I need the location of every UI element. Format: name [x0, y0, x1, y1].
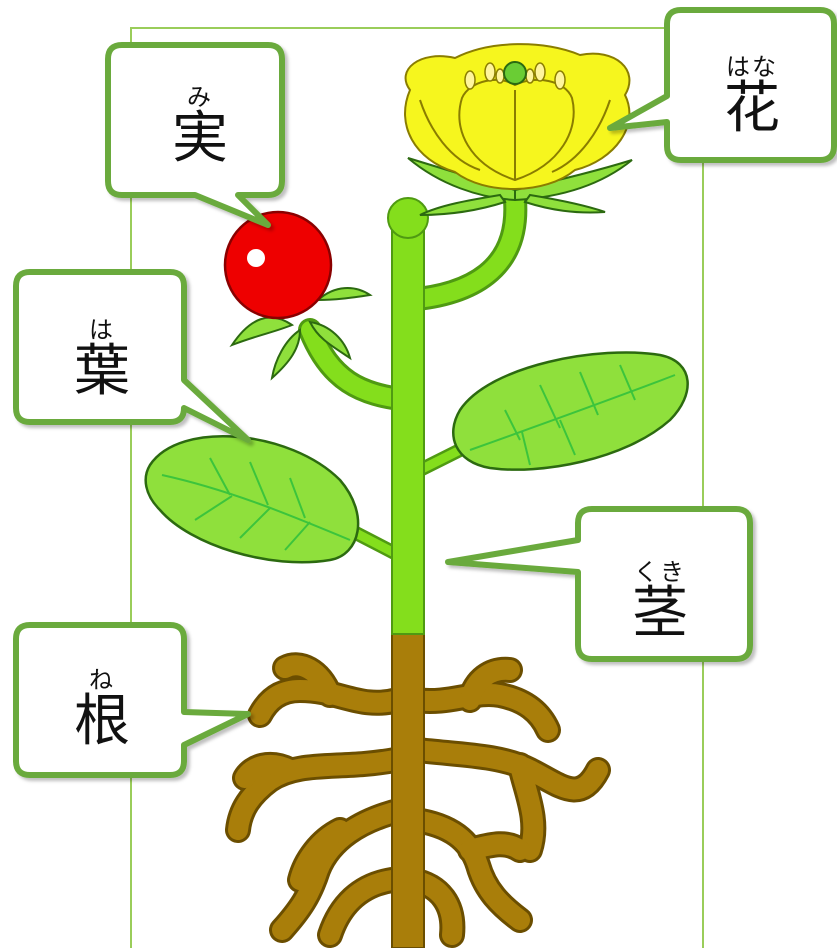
leaf-label-ruby: は: [89, 316, 115, 344]
leaf-callout-bubble: [13, 269, 251, 443]
flower-label-kanji: 花: [724, 76, 780, 141]
stem-callout-bubble: [445, 506, 753, 662]
fruit-label: み 実: [120, 85, 280, 169]
root-label: ね 根: [22, 668, 182, 752]
fruit-label-kanji: 実: [172, 106, 228, 171]
flower-label-ruby: はな: [726, 53, 778, 81]
flower-sepals: [407, 157, 633, 216]
stem-label-kanji: 茎: [632, 581, 688, 646]
stem-label-ruby: くき: [634, 558, 686, 586]
root-label-ruby: ね: [89, 666, 115, 694]
leaf-label: は 葉: [22, 318, 182, 402]
fruit-callout-bubble: [105, 42, 285, 228]
leaf-right: [452, 351, 689, 471]
stem-label: くき 茎: [580, 560, 740, 644]
flower-callout-bubble: [607, 7, 837, 163]
root-label-kanji: 根: [74, 689, 130, 754]
fruit-label-ruby: み: [187, 83, 213, 111]
root-callout-bubble: [13, 622, 251, 778]
flower: [404, 43, 631, 190]
flower-label: はな 花: [672, 55, 832, 139]
callout-bubbles: [13, 7, 837, 778]
fruit-sepals: [229, 287, 373, 381]
roots: [225, 627, 611, 948]
fruit: [223, 210, 333, 320]
leaf-label-kanji: 葉: [74, 339, 130, 404]
leaf-left: [144, 435, 360, 564]
